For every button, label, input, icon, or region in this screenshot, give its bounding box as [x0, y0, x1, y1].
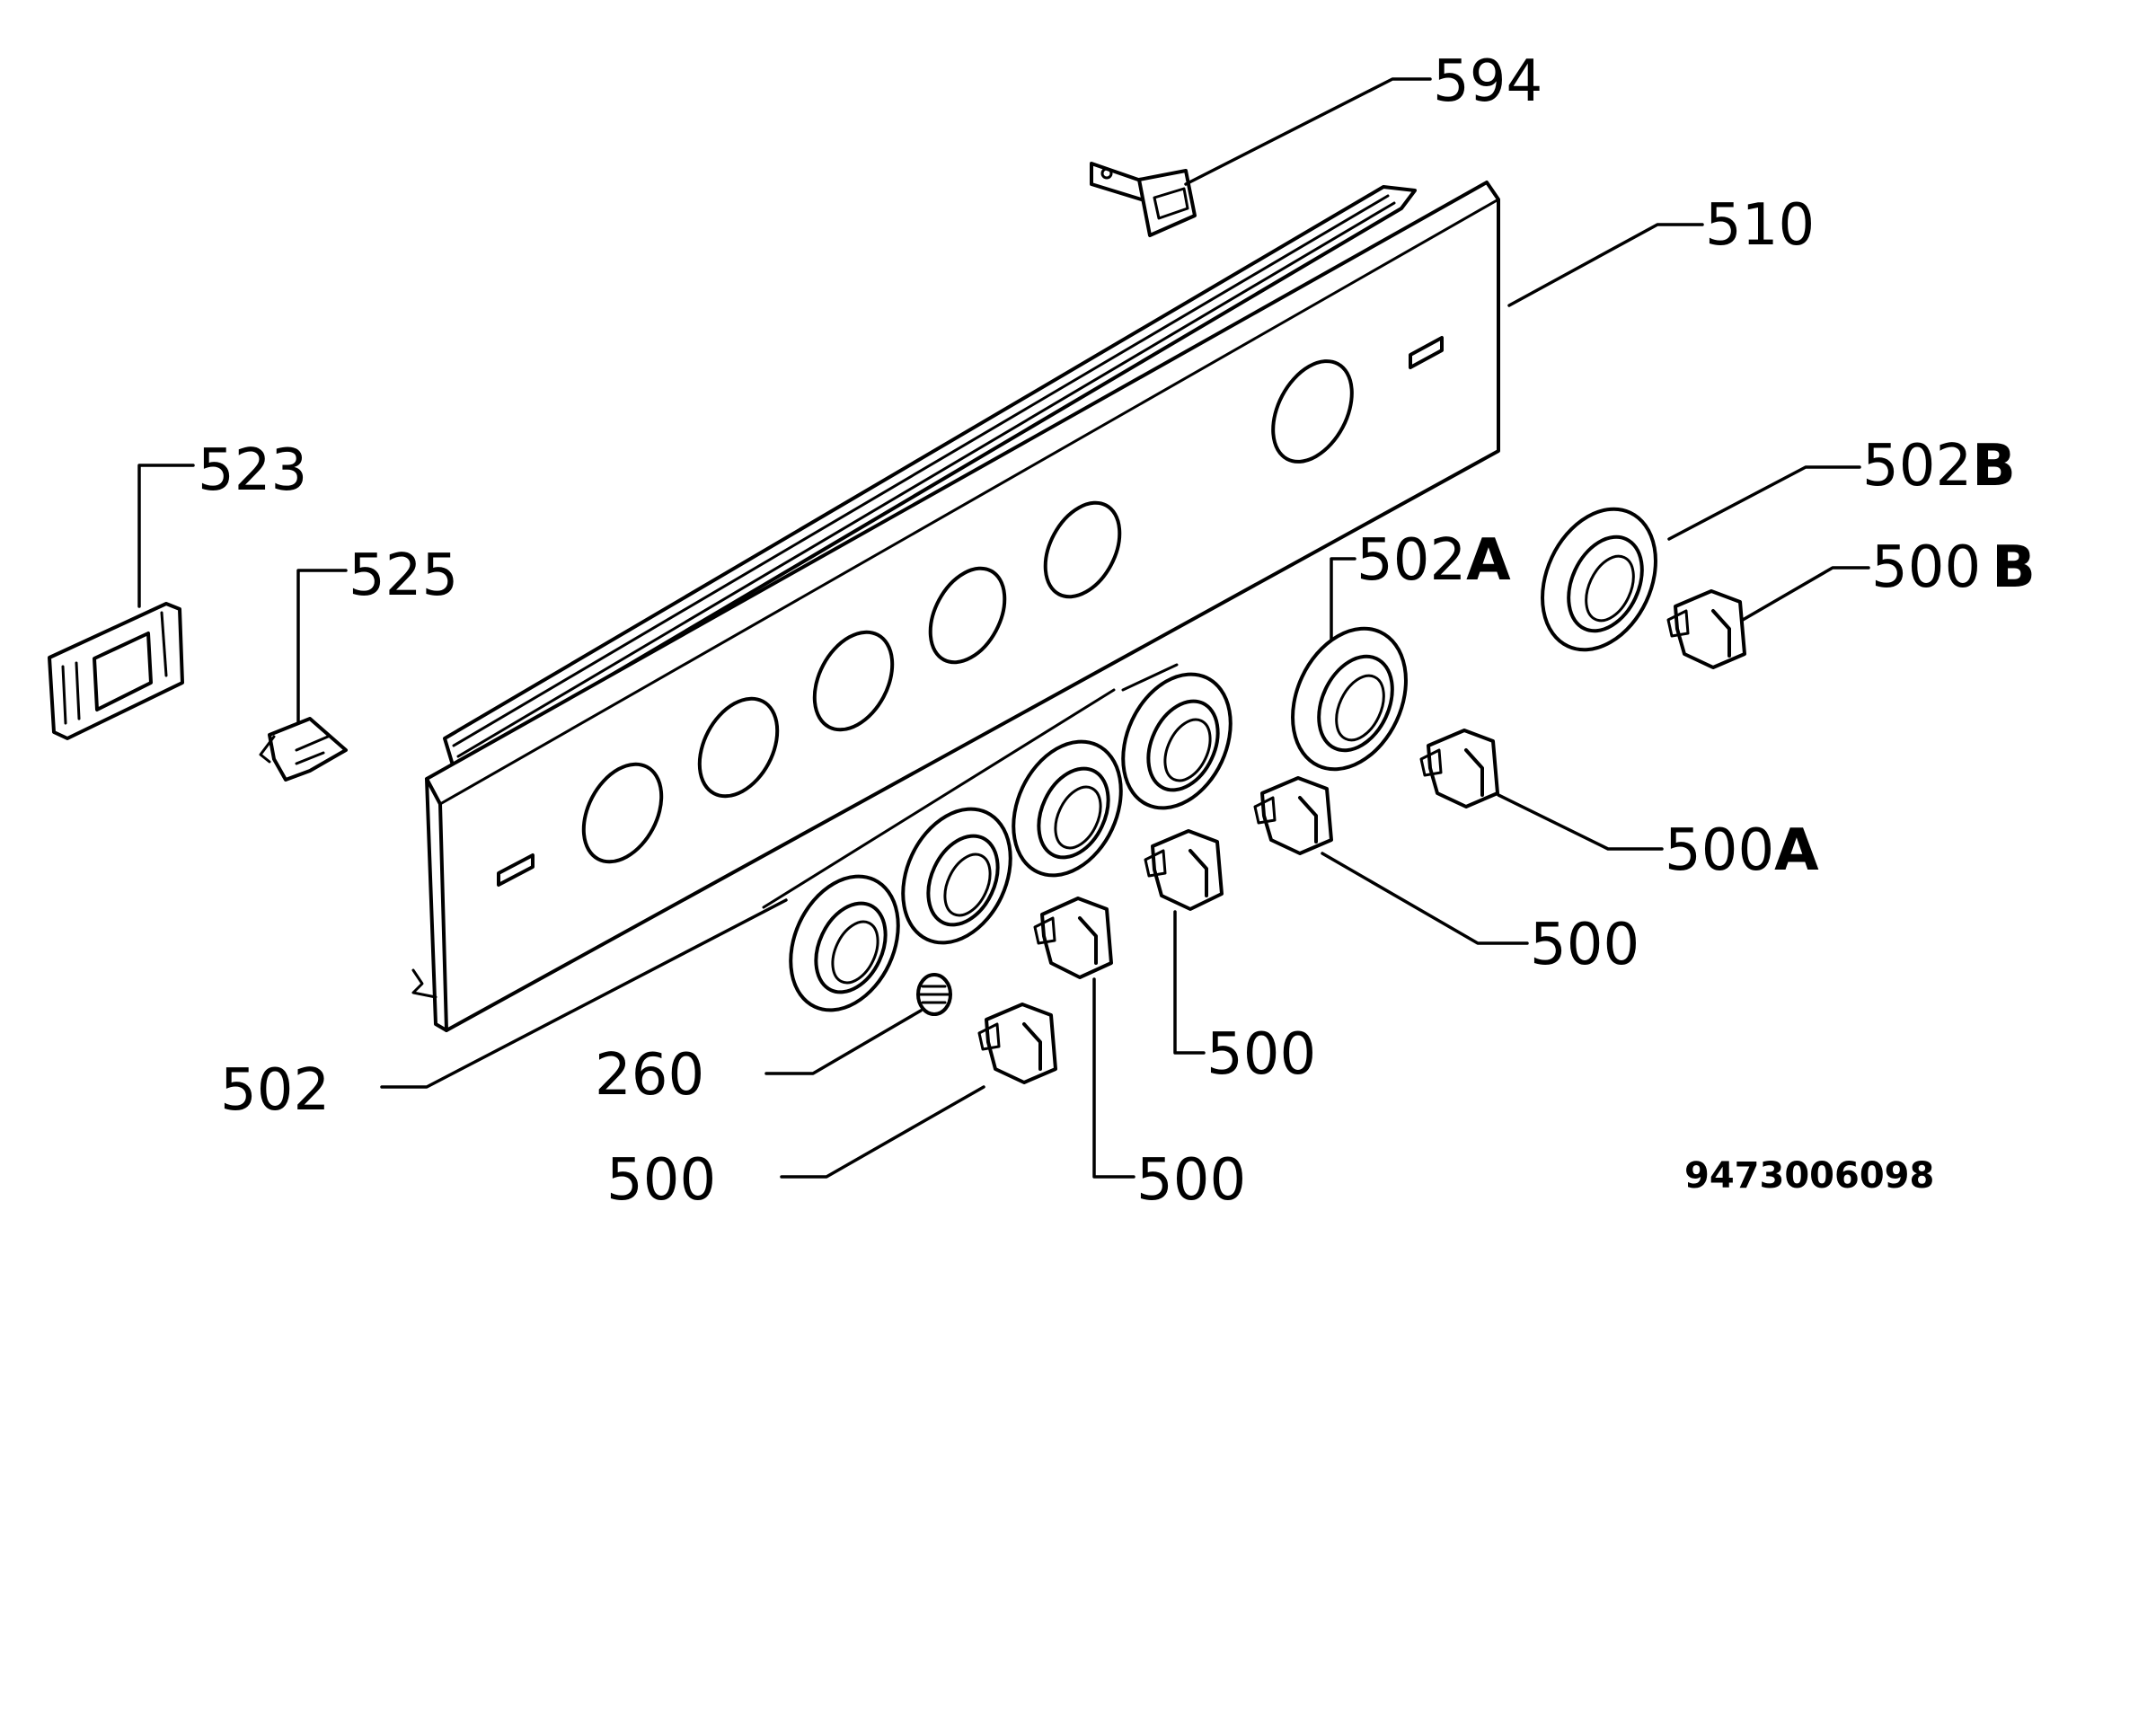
knob-500a: [1419, 729, 1499, 808]
label-260: 260: [595, 1042, 704, 1109]
part-594-clip: [1090, 162, 1197, 237]
bezel-502b: [1541, 507, 1657, 652]
label-500-mid: 500: [1206, 1021, 1316, 1088]
part-525-switch: [259, 717, 348, 782]
knob-500-right: [1253, 776, 1333, 855]
knob-500-bottom-left: [977, 1003, 1057, 1084]
knob-500b: [1666, 589, 1746, 669]
label-510: 510: [1705, 192, 1815, 259]
control-panel-510: [411, 181, 1500, 1032]
label-500-bottom-mid: 500: [1136, 1147, 1246, 1214]
bezel-502a: [1291, 626, 1408, 772]
knob-500-bottom-mid: [1033, 897, 1113, 979]
drawing-number: 9473006098: [1684, 1155, 1934, 1197]
leader-lines: [137, 77, 1870, 1179]
label-500-right: 500: [1530, 912, 1639, 978]
label-525: 525: [349, 543, 458, 609]
knob-500-mid: [1144, 829, 1224, 911]
part-523-frame: [48, 602, 184, 740]
label-594: 594: [1433, 49, 1542, 115]
label-502b: 502B: [1862, 433, 2016, 499]
bezel-502-group: [762, 663, 1233, 1012]
label-502a: 502A: [1356, 527, 1511, 594]
label-523: 523: [198, 437, 307, 504]
label-500-bottom-left: 500: [606, 1147, 716, 1214]
label-502: 502: [220, 1057, 330, 1124]
label-500a: 500A: [1665, 817, 1819, 884]
part-260-spring: [916, 973, 952, 1016]
